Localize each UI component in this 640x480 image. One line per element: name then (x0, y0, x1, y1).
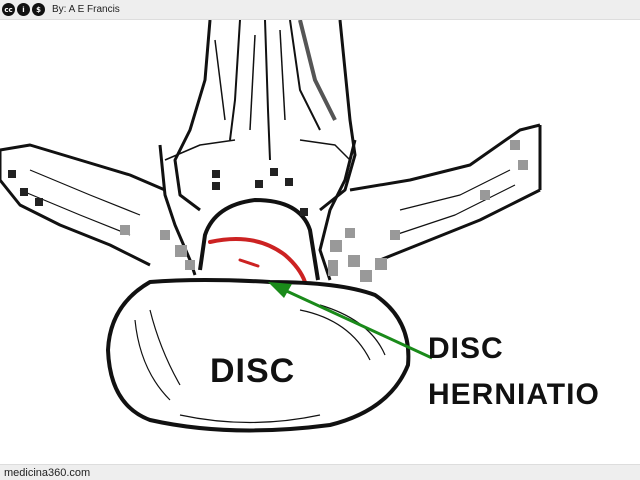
left-transverse-process (0, 143, 166, 267)
disc-label: DISC (210, 352, 296, 390)
lamina (158, 139, 357, 281)
vertebra-illustration (0, 19, 542, 433)
herniation-label-line1: DISC (428, 332, 504, 365)
footer-bar: medicina360.com (0, 464, 640, 480)
by-icon: i (17, 3, 30, 16)
herniation-label-line2: HERNIATIO (428, 378, 600, 411)
spinal-canal (198, 197, 320, 281)
attribution-text: By: A E Francis (52, 4, 120, 15)
cc-icon: cc (2, 3, 15, 16)
spinous-process (173, 19, 357, 212)
herniation-bulge (208, 236, 307, 284)
dark-marks (8, 168, 308, 216)
shading-marks (120, 140, 528, 282)
diagram-canvas: DISC DISC HERNIATIO (0, 19, 640, 464)
attribution-icon: $ (32, 3, 45, 16)
right-transverse-process (349, 123, 542, 262)
herniation-arrow (268, 282, 433, 360)
site-credit: medicina360.com (4, 466, 91, 479)
header-bar: cc i $ By: A E Francis (0, 0, 640, 20)
